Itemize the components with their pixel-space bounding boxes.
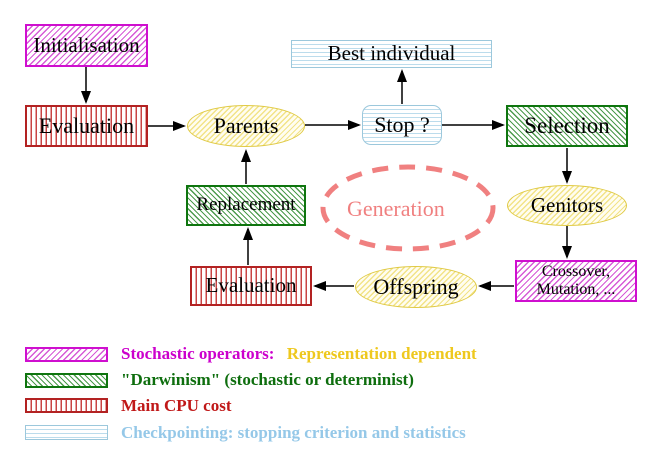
node-crossover-line1: Crossover, [541, 263, 611, 281]
legend-swatch-checkpointing [25, 425, 108, 440]
node-initialisation: Initialisation [25, 24, 148, 67]
legend-label-checkpointing: Checkpointing: stopping criterion and st… [121, 423, 466, 442]
node-best-individual: Best individual [291, 40, 492, 68]
node-best-individual-label: Best individual [327, 41, 456, 66]
legend-swatch-darwinism [25, 373, 108, 388]
node-initialisation-label: Initialisation [33, 32, 140, 57]
node-evaluation-top-label: Evaluation [38, 112, 135, 138]
legend-label-representation-dependent: Representation dependent [286, 344, 477, 363]
node-crossover-mutation: Crossover, Mutation, ... [515, 260, 637, 302]
legend-label-stochastic-operators: Stochastic operators: [121, 344, 275, 363]
node-crossover-line2: Mutation, ... [536, 281, 616, 298]
node-evaluation-bottom: Evaluation [190, 266, 312, 306]
node-replacement: Replacement [186, 185, 306, 226]
node-offspring-label: Offspring [373, 273, 459, 299]
node-parents-label: Parents [213, 112, 279, 138]
node-replacement-label: Replacement [196, 194, 296, 216]
generation-label: Generation [347, 196, 445, 221]
node-genitors: Genitors [507, 185, 627, 226]
node-parents: Parents [187, 105, 305, 147]
node-selection: Selection [506, 105, 628, 147]
legend-swatch-stochastic-operators [25, 347, 108, 362]
legend-swatch-main-cpu-cost [25, 398, 108, 413]
node-stop: Stop ? [362, 105, 442, 145]
node-evaluation-top: Evaluation [25, 105, 148, 147]
legend-label-main-cpu-cost: Main CPU cost [121, 396, 232, 415]
node-selection-label: Selection [524, 113, 610, 139]
node-genitors-label: Genitors [530, 192, 604, 217]
node-offspring: Offspring [355, 266, 477, 308]
legend-label-darwinism: "Darwinism" (stochastic or determinist) [121, 370, 414, 389]
node-stop-label: Stop ? [374, 111, 430, 137]
legend-row-stochastic-operators: Stochastic operators: Representation dep… [121, 344, 477, 364]
node-evaluation-bottom-label: Evaluation [205, 273, 297, 298]
